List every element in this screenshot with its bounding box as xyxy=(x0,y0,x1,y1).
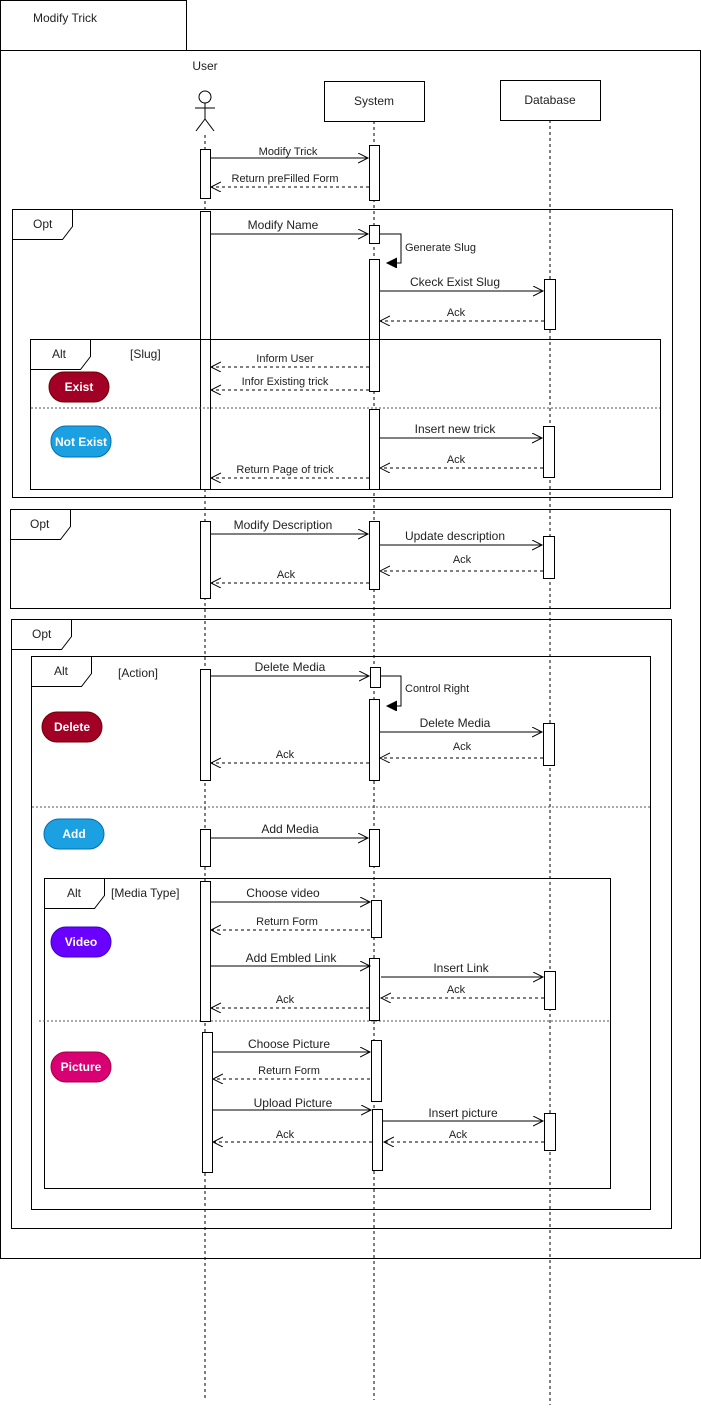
video-badge-label: Video xyxy=(65,935,97,949)
insert-link-label: Insert Link xyxy=(433,961,489,975)
user-activation-6 xyxy=(200,881,211,1022)
database-activation-3 xyxy=(543,536,555,579)
system-activation-4 xyxy=(369,409,380,490)
add-media-label: Add Media xyxy=(261,822,319,836)
user-activation-7 xyxy=(202,1032,213,1173)
ack-slug-label: Ack xyxy=(447,307,466,319)
delete-media-db-label: Delete Media xyxy=(420,716,491,730)
ack-description-db-label: Ack xyxy=(453,554,472,566)
picture-badge-label: Picture xyxy=(61,1060,102,1074)
video-badge: Video xyxy=(50,926,112,958)
picture-badge: Picture xyxy=(50,1051,112,1083)
infor-existing-label: Infor Existing trick xyxy=(242,376,329,388)
ack-picture-db-label: Ack xyxy=(449,1129,468,1141)
alt-fragment-media-type: Alt [Media Type] xyxy=(39,878,611,1189)
ack-insert-label: Ack xyxy=(447,454,466,466)
delete-badge-label: Delete xyxy=(54,720,90,734)
delete-media-label: Delete Media xyxy=(255,660,326,674)
system-activation-3 xyxy=(369,259,380,392)
exist-badge-label: Exist xyxy=(65,380,94,394)
check-exist-slug-label: Ckeck Exist Slug xyxy=(410,275,500,289)
opt-fragment-description: Opt xyxy=(10,509,671,609)
diagram-title: Modify Trick xyxy=(33,11,98,25)
return-page-label: Return Page of trick xyxy=(236,464,334,476)
alt-guard-action: [Action] xyxy=(118,666,158,680)
opt-label-name: Opt xyxy=(33,217,53,231)
system-activation-12 xyxy=(372,1109,383,1171)
user-actor-label: User xyxy=(192,59,217,73)
ack-link-db-label: Ack xyxy=(447,984,466,996)
alt-label-media-type: Alt xyxy=(67,886,82,900)
database-activation-6 xyxy=(544,1113,556,1151)
return-form-2-label: Return Form xyxy=(258,1065,320,1077)
delete-badge: Delete xyxy=(41,711,103,743)
system-activation-1 xyxy=(369,145,380,201)
user-activation-3 xyxy=(200,521,211,599)
opt-fragment-media: Opt xyxy=(11,619,672,1229)
opt-label-media: Opt xyxy=(32,627,52,641)
generate-slug-self-message xyxy=(379,233,402,263)
alt-fragment-action: Alt [Action] xyxy=(31,656,651,1210)
modify-description-label: Modify Description xyxy=(234,518,333,532)
system-activation-11 xyxy=(371,1040,382,1102)
ack-link-user-label: Ack xyxy=(276,994,295,1006)
generate-slug-label: Generate Slug xyxy=(405,242,476,254)
system-activation-10 xyxy=(369,958,380,1021)
ack-picture-user-label: Ack xyxy=(276,1129,295,1141)
system-participant-label: System xyxy=(354,94,394,108)
not-exist-badge-label: Not Exist xyxy=(55,435,107,449)
alt-guard-media-type: [Media Type] xyxy=(111,886,179,900)
return-prefilled-label: Return preFilled Form xyxy=(232,173,339,185)
system-activation-2 xyxy=(369,225,380,244)
modify-name-label: Modify Name xyxy=(248,218,319,232)
ack-delete-user-label: Ack xyxy=(276,749,295,761)
choose-picture-label: Choose Picture xyxy=(248,1037,330,1051)
database-participant-label: Database xyxy=(524,93,576,107)
database-activation-2 xyxy=(543,426,555,478)
exist-badge: Exist xyxy=(48,371,110,403)
system-activation-9 xyxy=(371,900,382,938)
add-badge: Add xyxy=(43,818,105,850)
opt-label-description: Opt xyxy=(30,517,50,531)
user-actor: User xyxy=(192,59,218,132)
alt-label-slug: Alt xyxy=(52,347,67,361)
database-activation-4 xyxy=(543,723,555,766)
user-activation-5 xyxy=(200,829,211,867)
alt-guard-slug: [Slug] xyxy=(130,347,161,361)
add-badge-label: Add xyxy=(62,827,85,841)
choose-video-label: Choose video xyxy=(246,886,320,900)
system-activation-6 xyxy=(370,667,381,688)
database-participant: Database xyxy=(500,80,601,121)
insert-new-trick-label: Insert new trick xyxy=(415,422,497,436)
opt-fragment-name: Opt xyxy=(12,209,673,498)
insert-picture-label: Insert picture xyxy=(428,1106,498,1120)
system-participant: System xyxy=(324,81,425,122)
actor-icon xyxy=(195,90,215,132)
not-exist-badge: Not Exist xyxy=(50,425,112,458)
system-activation-7 xyxy=(369,699,380,781)
upload-picture-label: Upload Picture xyxy=(254,1096,333,1110)
system-activation-5 xyxy=(369,521,380,590)
inform-user-label: Inform User xyxy=(256,353,314,365)
database-activation-5 xyxy=(544,971,556,1010)
ack-description-user-label: Ack xyxy=(277,569,296,581)
user-activation-2 xyxy=(200,211,211,490)
user-activation-1 xyxy=(200,149,211,199)
alt-fragment-slug: Alt [Slug] xyxy=(30,339,661,490)
system-activation-8 xyxy=(369,829,380,867)
modify-trick-label: Modify Trick xyxy=(259,146,318,158)
add-embled-link-label: Add Embled Link xyxy=(246,951,338,965)
database-activation-1 xyxy=(544,279,556,330)
user-activation-4 xyxy=(200,669,211,781)
return-form-1-label: Return Form xyxy=(256,916,318,928)
ack-delete-db-label: Ack xyxy=(453,741,472,753)
update-description-label: Update description xyxy=(405,529,505,543)
alt-label-action: Alt xyxy=(54,664,69,678)
control-right-self-message xyxy=(381,675,402,706)
control-right-label: Control Right xyxy=(405,683,469,695)
